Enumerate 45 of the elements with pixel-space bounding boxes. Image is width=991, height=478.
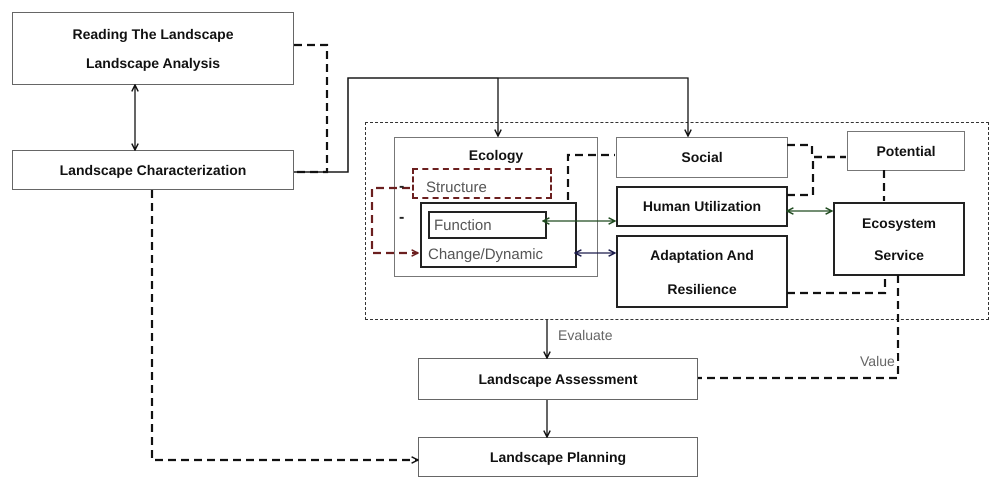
arrow (786, 207, 833, 215)
group-frame (365, 122, 989, 320)
dashed-box (412, 168, 552, 199)
process-box (616, 186, 788, 227)
node-text: Potential (876, 142, 936, 160)
connector-line (787, 156, 846, 196)
connector-line (294, 44, 328, 174)
process-box (12, 150, 294, 190)
node-text: Human Utilization (642, 197, 762, 216)
bullet-dash: - (399, 210, 404, 226)
arrow (150, 190, 419, 464)
node-text: Landscape Planning (490, 448, 626, 467)
process-box (833, 202, 965, 276)
process-box (616, 137, 788, 178)
arrow (542, 217, 616, 225)
process-box (418, 358, 698, 400)
bullet-dash: - (399, 179, 404, 195)
node-text: Landscape Assessment (478, 370, 638, 389)
arrow (294, 77, 692, 173)
process-box (418, 437, 698, 477)
arrow (131, 84, 139, 151)
arrow (574, 249, 616, 257)
process-box (420, 202, 577, 268)
group-box (394, 137, 598, 277)
node-text: Reading The Landscape (72, 24, 234, 44)
edge-label: Evaluate (556, 328, 614, 342)
node-text: Function (434, 218, 492, 232)
connector-line (698, 275, 900, 380)
arrow (543, 320, 551, 359)
connector-line (882, 170, 886, 201)
node-text: Social (681, 148, 723, 167)
node-text: Landscape Characterization (60, 160, 246, 180)
process-box (12, 12, 294, 85)
arrow (370, 186, 419, 257)
node-text: Adaptation And Resilience (650, 246, 754, 298)
node-text: Landscape Analysis (86, 54, 220, 73)
node-text: Ecosystem Service (861, 214, 937, 265)
process-box (847, 131, 965, 171)
connector-line (566, 154, 615, 200)
process-box (428, 211, 547, 239)
edge-label: Value (858, 354, 897, 368)
node-text: Change/Dynamic (428, 246, 544, 265)
node-text: Structure (426, 179, 487, 196)
arrow (543, 400, 551, 438)
process-box (616, 235, 788, 308)
